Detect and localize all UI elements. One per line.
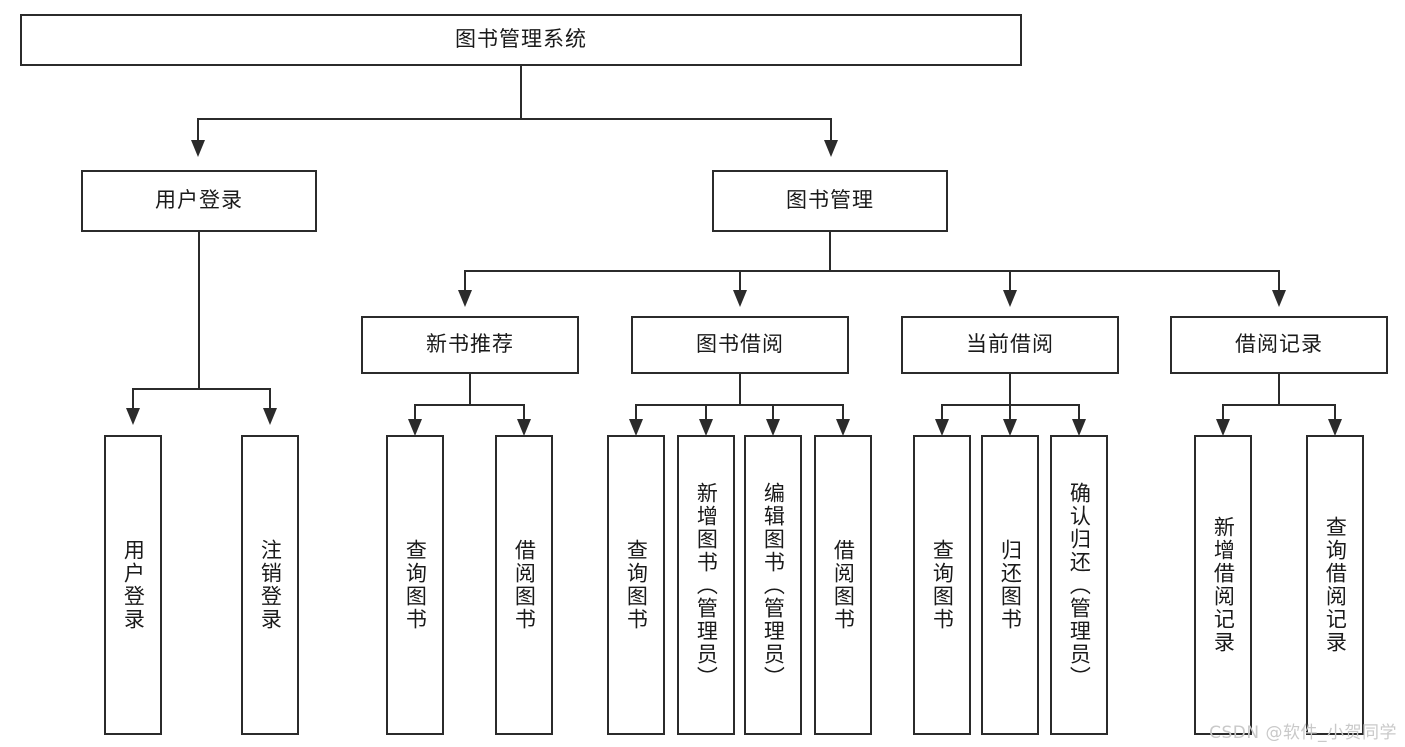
leaf-user-login-login[interactable]: 用户登录 — [104, 435, 162, 735]
edge-to-borrow-records — [1278, 270, 1280, 292]
edge-user-login-drop-2 — [269, 388, 271, 410]
edge-borrow-records-bus — [1222, 404, 1335, 406]
node-label: 新增图书（管理员） — [694, 481, 719, 689]
arrow-user-login-leaf-1 — [126, 408, 140, 425]
edge-to-book-borrow — [739, 270, 741, 292]
edge-to-book-management — [830, 118, 832, 142]
leaf-bb-borrow-book[interactable]: 借阅图书 — [814, 435, 872, 735]
edge-user-login-drop-1 — [132, 388, 134, 410]
node-label: 图书管理系统 — [455, 27, 587, 52]
node-book-management[interactable]: 图书管理 — [712, 170, 948, 232]
edge-root-stem — [520, 66, 522, 118]
edge-new-book-recommend-stem — [469, 374, 471, 406]
edge-user-login-bus — [132, 388, 270, 390]
leaf-user-login-logout[interactable]: 注销登录 — [241, 435, 299, 735]
node-label: 查询图书 — [624, 539, 649, 631]
arrow-to-current-borrow — [1003, 290, 1017, 307]
arrow-bb-leaf-4 — [836, 419, 850, 436]
arrow-to-book-borrow — [733, 290, 747, 307]
edge-bb-drop-4 — [842, 404, 844, 422]
node-label: 图书管理 — [786, 188, 874, 213]
node-label: 归还图书 — [998, 539, 1023, 631]
edge-br-drop-1 — [1222, 404, 1224, 422]
leaf-bb-add-book-admin[interactable]: 新增图书（管理员） — [677, 435, 735, 735]
node-current-borrow[interactable]: 当前借阅 — [901, 316, 1119, 374]
edge-to-current-borrow — [1009, 270, 1011, 292]
leaf-bb-query-book[interactable]: 查询图书 — [607, 435, 665, 735]
arrow-br-leaf-2 — [1328, 419, 1342, 436]
node-label: 查询借阅记录 — [1323, 516, 1348, 654]
edge-book-borrow-stem — [739, 374, 741, 406]
edge-cb-drop-1 — [941, 404, 943, 422]
arrow-user-login-leaf-2 — [263, 408, 277, 425]
node-label: 借阅图书 — [831, 539, 856, 631]
arrow-cb-leaf-2 — [1003, 419, 1017, 436]
edge-new-book-recommend-bus — [414, 404, 524, 406]
leaf-nbr-query-book[interactable]: 查询图书 — [386, 435, 444, 735]
edge-bb-drop-2 — [705, 404, 707, 422]
leaf-bb-edit-book-admin[interactable]: 编辑图书（管理员） — [744, 435, 802, 735]
arrow-cb-leaf-3 — [1072, 419, 1086, 436]
leaf-br-query-record[interactable]: 查询借阅记录 — [1306, 435, 1364, 735]
node-label: 借阅图书 — [512, 539, 537, 631]
node-label: 查询图书 — [930, 539, 955, 631]
node-new-book-recommend[interactable]: 新书推荐 — [361, 316, 579, 374]
arrow-bb-leaf-2 — [699, 419, 713, 436]
leaf-cb-return-book[interactable]: 归还图书 — [981, 435, 1039, 735]
leaf-cb-query-book[interactable]: 查询图书 — [913, 435, 971, 735]
node-borrow-records[interactable]: 借阅记录 — [1170, 316, 1388, 374]
edge-to-user-login — [197, 118, 199, 142]
edge-current-borrow-stem — [1009, 374, 1011, 406]
arrow-nbr-leaf-2 — [517, 419, 531, 436]
edge-level3-bus — [464, 270, 1280, 272]
node-root-book-management-system[interactable]: 图书管理系统 — [20, 14, 1022, 66]
node-label: 当前借阅 — [966, 332, 1054, 357]
edge-nbr-drop-1 — [414, 404, 416, 422]
leaf-br-add-record[interactable]: 新增借阅记录 — [1194, 435, 1252, 735]
node-label: 用户登录 — [155, 188, 243, 213]
edge-borrow-records-stem — [1278, 374, 1280, 406]
edge-to-new-book-recommend — [464, 270, 466, 292]
arrow-to-user-login — [191, 140, 205, 157]
node-label: 新书推荐 — [426, 332, 514, 357]
node-label: 图书借阅 — [696, 332, 784, 357]
leaf-cb-confirm-return-admin[interactable]: 确认归还（管理员） — [1050, 435, 1108, 735]
arrow-to-new-book-recommend — [458, 290, 472, 307]
arrow-to-book-management — [824, 140, 838, 157]
node-user-login[interactable]: 用户登录 — [81, 170, 317, 232]
edge-user-login-stem — [198, 232, 200, 390]
node-label: 注销登录 — [258, 539, 283, 631]
edge-bb-drop-1 — [635, 404, 637, 422]
leaf-nbr-borrow-book[interactable]: 借阅图书 — [495, 435, 553, 735]
node-label: 借阅记录 — [1235, 332, 1323, 357]
node-label: 确认归还（管理员） — [1067, 481, 1092, 689]
edge-cb-drop-3 — [1078, 404, 1080, 422]
node-label: 查询图书 — [403, 539, 428, 631]
edge-bb-drop-3 — [772, 404, 774, 422]
node-label: 编辑图书（管理员） — [761, 481, 786, 689]
arrow-br-leaf-1 — [1216, 419, 1230, 436]
edge-level2-bus — [197, 118, 832, 120]
node-label: 用户登录 — [121, 539, 146, 631]
edge-cb-drop-2 — [1009, 404, 1011, 422]
arrow-nbr-leaf-1 — [408, 419, 422, 436]
arrow-bb-leaf-3 — [766, 419, 780, 436]
node-label: 新增借阅记录 — [1211, 516, 1236, 654]
arrow-cb-leaf-1 — [935, 419, 949, 436]
node-book-borrow[interactable]: 图书借阅 — [631, 316, 849, 374]
edge-book-management-stem — [829, 232, 831, 272]
edge-book-borrow-bus — [635, 404, 844, 406]
edge-br-drop-2 — [1334, 404, 1336, 422]
arrow-bb-leaf-1 — [629, 419, 643, 436]
arrow-to-borrow-records — [1272, 290, 1286, 307]
edge-nbr-drop-2 — [523, 404, 525, 422]
